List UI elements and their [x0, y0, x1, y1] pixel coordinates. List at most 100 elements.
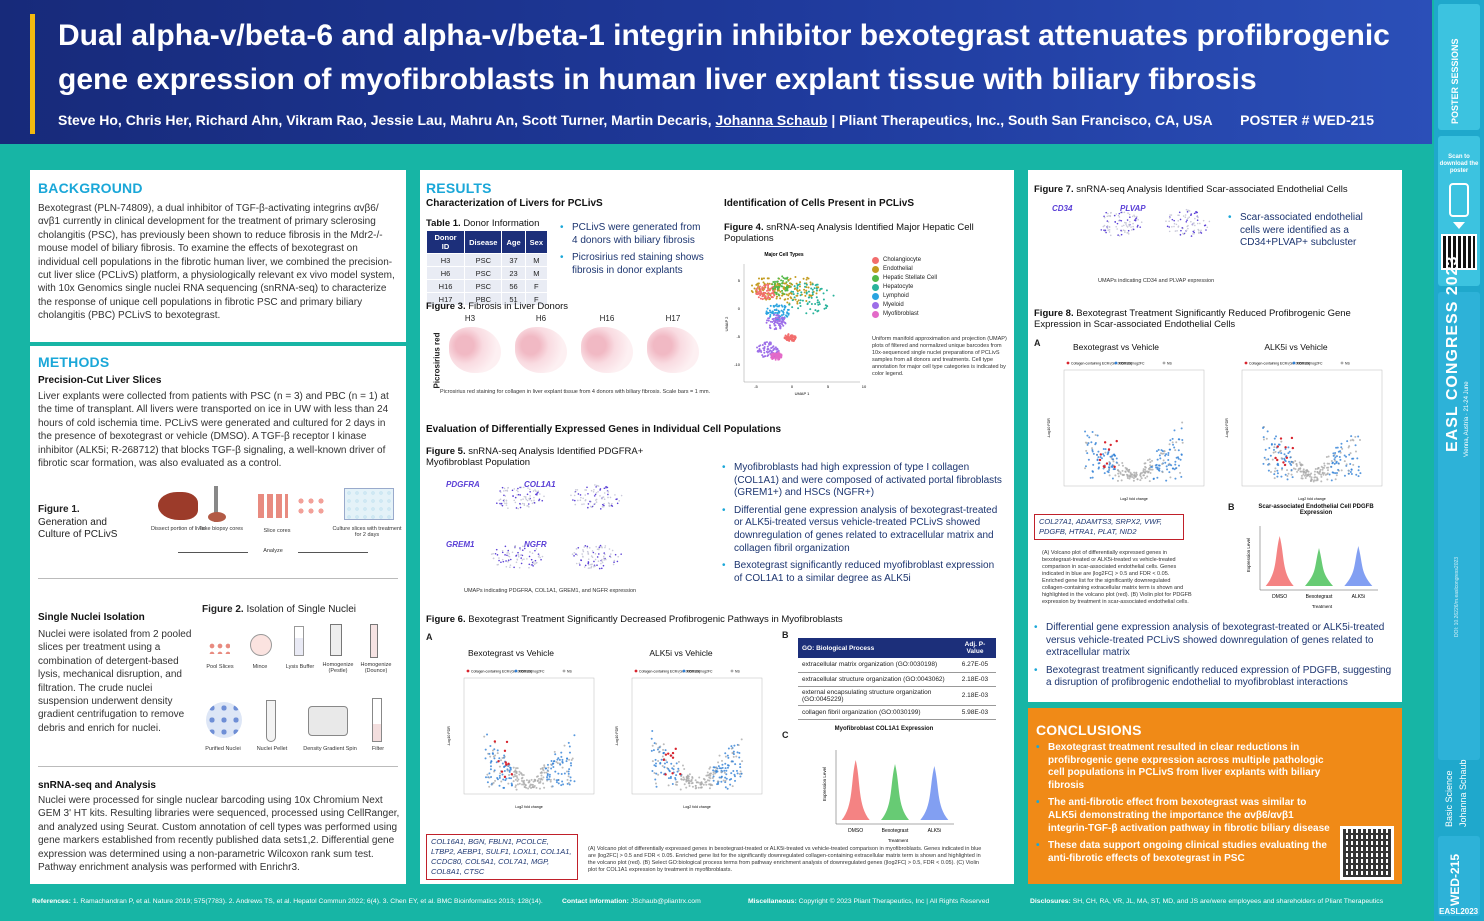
gene-point [669, 775, 672, 778]
histology-image [449, 327, 501, 373]
cell-point [593, 560, 595, 563]
gene-point [1273, 437, 1276, 440]
gene-point [738, 756, 741, 759]
gene-point [1090, 441, 1093, 444]
gene-point [1284, 460, 1287, 463]
gene-point [1275, 435, 1278, 438]
snrna-text: Nuclei were processed for single nuclear… [38, 795, 400, 874]
qr-code-icon[interactable] [1441, 234, 1477, 270]
gene-point [727, 747, 730, 750]
gene-point [1341, 447, 1344, 450]
cell-point [571, 553, 574, 555]
gene-point [663, 751, 665, 754]
umap-point [816, 299, 819, 302]
gene-point [706, 779, 709, 782]
gene-point [1273, 470, 1276, 473]
gene-point [661, 755, 664, 758]
cell-point [520, 486, 523, 489]
cell-point [581, 503, 583, 506]
cell-point [1196, 219, 1199, 221]
gene-point [553, 778, 556, 781]
gene-point [1273, 446, 1276, 449]
gene-point [734, 763, 737, 766]
panel-c-label: C [782, 730, 789, 740]
cell-point [1127, 231, 1129, 234]
gene-point [677, 760, 680, 763]
gene-point [739, 770, 742, 773]
gene-point [1339, 451, 1342, 454]
gene-point [1345, 463, 1348, 466]
qr-code-icon[interactable] [1340, 826, 1394, 880]
methods-panel: METHODS Precision-Cut Liver Slices Liver… [30, 342, 406, 884]
highlighted-gene-point [1276, 458, 1279, 462]
gene-point [493, 748, 496, 751]
gene-point [501, 757, 504, 760]
gene-point [1276, 475, 1279, 478]
step-dounce: Homogenize (Dounce) [360, 662, 392, 674]
gene-point [1320, 465, 1323, 468]
cell-point [589, 505, 592, 508]
cell-point [1195, 210, 1197, 213]
gene-point [1108, 466, 1111, 469]
legend-swatch [1162, 361, 1166, 365]
contact-email[interactable]: JSchaub@pliantrx.com [630, 898, 701, 905]
gene-point [486, 733, 489, 736]
presenting-author[interactable]: Johanna Schaub [715, 112, 828, 128]
gene-point [532, 783, 535, 786]
gene-point [1283, 453, 1286, 456]
cell-point [537, 553, 540, 555]
cell-point [609, 496, 612, 499]
gene-point [683, 783, 686, 786]
cell-point [496, 563, 499, 566]
umap-point [759, 344, 762, 347]
conclusion-list: Bexotegrast treatment resulted in clear … [1036, 742, 1336, 870]
cell-point [1208, 220, 1211, 223]
cell-point [1108, 226, 1111, 228]
gene-point [1121, 464, 1124, 467]
cell-point [1202, 219, 1205, 222]
cell-point [587, 558, 590, 560]
gene-point [735, 755, 738, 758]
gene-point [1131, 474, 1134, 477]
gene-point [662, 748, 665, 751]
umap-point [803, 282, 806, 285]
highlighted-gene-point [504, 761, 507, 764]
gene-point [702, 777, 705, 780]
cell-point [1125, 223, 1127, 225]
fig8-volcano-title-alk5i: ALK5i vs Vehicle [1264, 342, 1328, 352]
gene-point [550, 767, 553, 770]
cell-point [513, 499, 516, 502]
umap-point [786, 297, 789, 300]
table-cell: H3 [425, 253, 466, 267]
gene-point [530, 786, 533, 789]
cell-point [602, 505, 605, 508]
umap-point [817, 309, 820, 312]
umap-point [767, 295, 770, 298]
umap-point [771, 355, 774, 358]
gene-point [658, 751, 661, 754]
gene-point [1091, 470, 1094, 473]
cell-point [519, 548, 522, 551]
legend-label: FDR and log2FC [519, 670, 545, 674]
x-tick-label: ALK5i [928, 828, 941, 834]
legend-swatch [872, 284, 879, 291]
highlighted-gene-point [664, 753, 668, 756]
cell-point [521, 559, 524, 561]
gene-point [1125, 473, 1128, 476]
umap-point [763, 347, 766, 350]
umap-point [773, 347, 776, 350]
umap-point [759, 294, 762, 297]
cell-point [590, 555, 593, 557]
cell-point [505, 504, 508, 506]
gene-point [726, 754, 729, 757]
cell-point [498, 557, 500, 559]
download-box[interactable]: Scan to download the poster [1438, 136, 1480, 286]
cell-point [574, 488, 577, 491]
figure8-bullets: Differential gene expression analysis of… [1034, 622, 1396, 695]
cell-point [607, 493, 609, 496]
umap-point [790, 290, 793, 293]
gene-point [1292, 467, 1295, 470]
gene-point [573, 780, 576, 783]
umap-point [800, 291, 803, 294]
divider [38, 578, 398, 579]
